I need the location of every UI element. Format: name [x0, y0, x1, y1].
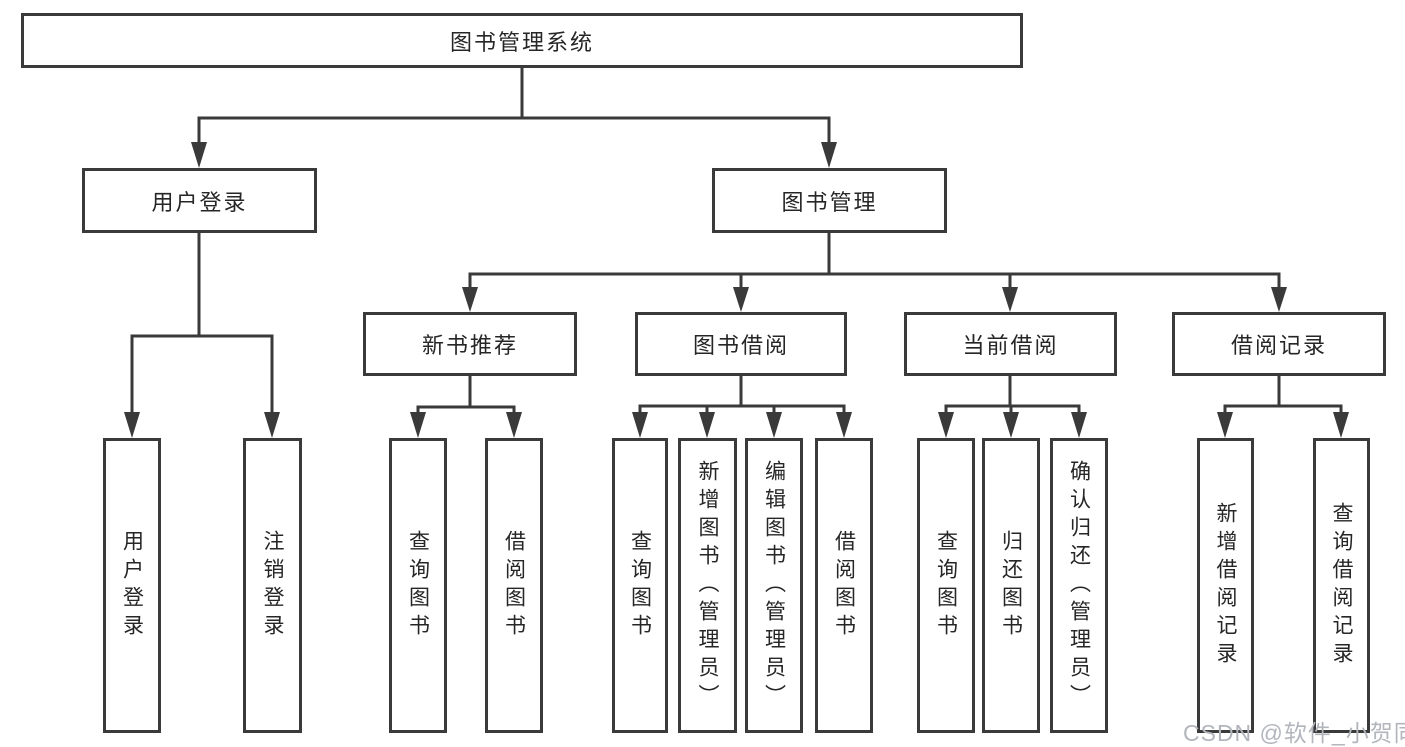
node-label: 图书管理系统 [449, 29, 594, 55]
node-book-management: 图书管理 [712, 168, 947, 233]
leaf-confirm-return-admin: 确认归还（管理员） [1050, 438, 1108, 733]
leaf-label: 用户登录 [120, 529, 144, 642]
node-label: 图书管理 [781, 189, 878, 215]
leaf-label: 借阅图书 [832, 529, 856, 642]
leaf-label: 查询图书 [406, 529, 430, 642]
leaf-query-books-current: 查询图书 [917, 438, 975, 733]
leaf-user-login: 用户登录 [103, 438, 161, 733]
csdn-watermark: CSDN @软件_小贺同学 [1183, 720, 1405, 746]
leaf-borrow-books: 借阅图书 [815, 438, 873, 733]
leaf-add-borrow-record: 新增借阅记录 [1197, 438, 1254, 733]
leaf-label: 归还图书 [999, 529, 1023, 642]
leaf-add-books-admin: 新增图书（管理员） [678, 438, 737, 733]
node-label: 用户登录 [151, 189, 248, 215]
leaf-return-books: 归还图书 [982, 438, 1040, 733]
leaf-logout: 注销登录 [243, 438, 302, 733]
leaf-label: 编辑图书（管理员） [762, 459, 786, 712]
node-library-management-system: 图书管理系统 [21, 13, 1023, 68]
leaf-query-borrow-record: 查询借阅记录 [1313, 438, 1370, 733]
leaf-borrow-books-recommend: 借阅图书 [485, 438, 543, 733]
leaf-edit-books-admin: 编辑图书（管理员） [745, 438, 803, 733]
arrowheads [124, 142, 1349, 438]
node-label: 新书推荐 [421, 333, 518, 358]
leaf-query-books-borrow: 查询图书 [612, 438, 668, 733]
leaf-label: 确认归还（管理员） [1067, 459, 1091, 712]
node-label: 当前借阅 [962, 333, 1059, 358]
leaf-label: 查询图书 [934, 529, 958, 642]
leaf-label: 注销登录 [261, 529, 284, 642]
node-book-borrowing: 图书借阅 [635, 312, 847, 376]
leaf-label: 借阅图书 [502, 529, 526, 642]
node-borrowing-records: 借阅记录 [1172, 312, 1386, 376]
leaf-label: 查询借阅记录 [1330, 501, 1353, 670]
leaf-label: 新增借阅记录 [1214, 501, 1237, 670]
node-label: 图书借阅 [692, 333, 789, 358]
leaf-label: 新增图书（管理员） [696, 459, 719, 712]
node-new-book-recommend: 新书推荐 [363, 312, 577, 376]
node-user-login: 用户登录 [82, 168, 317, 233]
leaf-label: 查询图书 [628, 529, 652, 642]
node-current-borrowing: 当前借阅 [904, 312, 1117, 376]
node-label: 借阅记录 [1230, 333, 1327, 358]
leaf-query-books-recommend: 查询图书 [389, 438, 447, 733]
